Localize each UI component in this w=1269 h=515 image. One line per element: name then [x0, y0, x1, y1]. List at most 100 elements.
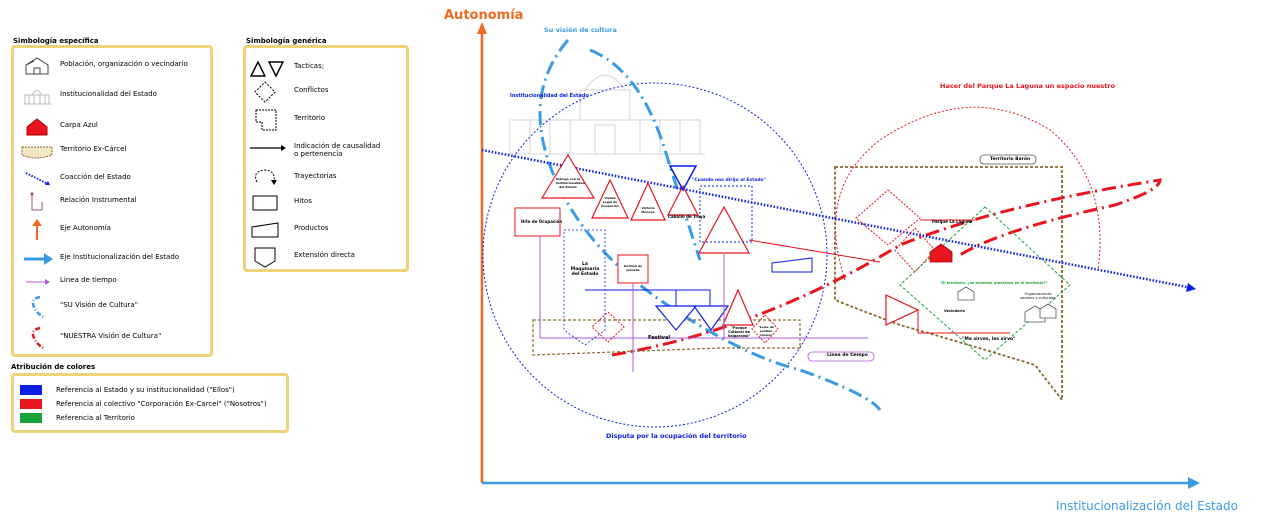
timeline-label: Linea de tiempo — [827, 353, 868, 358]
color-swatch-red — [20, 399, 42, 409]
product-shape-icon — [251, 222, 279, 238]
extension-shape-icon — [254, 247, 276, 268]
conflict-diamond-icon — [254, 81, 276, 103]
legend-item-instrumental: Relación Instrumental — [14, 190, 210, 214]
state-machinery-shape — [563, 229, 606, 346]
legend-item-our-vision: "NUESTRA Visión de Cultura" — [14, 326, 210, 350]
legend-item-their-vision: "SU Visión de Cultura" — [14, 295, 210, 319]
territory-baron-area — [834, 166, 1063, 403]
occupation-milestone-label: Hito de Ocupación — [521, 219, 563, 224]
state-coercion-line — [481, 148, 1193, 290]
festival-label: Festival — [648, 335, 671, 341]
legend-item-state: Institucionalidad del Estado — [14, 84, 210, 108]
state-product-shape — [771, 257, 813, 273]
specific-legend-panel: Población, organización o vecindario Ins… — [11, 45, 213, 357]
neighborhood-houses — [957, 286, 1057, 323]
legend-item-autonomy-axis: Eje Autonomía — [14, 218, 210, 242]
legal-visa-tactic-triangle — [591, 178, 629, 219]
territory-baron-tag — [979, 154, 1037, 165]
victoria-tactic-triangle — [630, 181, 666, 221]
blue-tent-marker — [929, 243, 953, 263]
coercion-line-icon — [25, 172, 51, 186]
state-coercion-arrowhead — [1186, 283, 1196, 292]
culture-center-triangle — [697, 205, 751, 254]
dialogue-label: Diálogo con la Institucionalidad del Est… — [556, 177, 585, 189]
autonomy-arrow-icon — [32, 219, 42, 240]
territory-icon — [21, 146, 53, 159]
occupation-milestone-box — [514, 207, 561, 237]
milestone-rect-icon — [252, 195, 278, 211]
legend-item-territory: Territorio Ex-Cárcel — [14, 139, 210, 163]
autonomy-axis-head — [477, 22, 487, 34]
institutional-axis-label: Institucionalización del Estado — [1056, 499, 1238, 513]
conflict-diamond-tent — [894, 227, 936, 273]
territory-green-diamond — [899, 206, 1071, 361]
generic-legend-panel: Tacticas; Conflictos Territorio Indicaci… — [243, 45, 409, 272]
legend-item-timeline: Linea de tiempo — [14, 270, 210, 294]
trajectory-icon — [255, 169, 277, 185]
timeline-arrow-icon — [26, 279, 50, 285]
gestion-box — [617, 254, 649, 284]
conflict-diamond-left — [591, 311, 625, 343]
state-machinery-label: La Maquinaria del Estado — [570, 262, 600, 277]
territory-dispute-title: Disputa por la ocupación del territorio — [606, 432, 747, 440]
legend-item-tactics: Tacticas; — [246, 56, 406, 80]
state-building-drawing — [505, 74, 705, 155]
institutional-axis-head — [1188, 477, 1200, 489]
legend-item-house: Población, organización o vecindario — [14, 54, 210, 78]
red-causal-arrows — [748, 219, 1010, 334]
legend-item-coercion: Coacción del Estado — [14, 167, 210, 191]
institutional-arrow-icon — [24, 253, 53, 265]
territory-baron-label: Territorio Barón — [990, 157, 1031, 162]
territory-question-label: "El territorio, ¿no tenemos presentes en… — [940, 281, 1048, 285]
legend-item-products: Productos — [246, 218, 406, 242]
legend-item-causality: Indicación de causalidad o pertenencia — [246, 136, 406, 160]
causality-arrows — [585, 289, 711, 306]
autonomy-axis-label: Autonomía — [444, 8, 524, 23]
state-direction-box — [699, 185, 753, 243]
dialogue-tactic-triangle — [540, 153, 596, 199]
their-culture-vision-loop — [589, 48, 702, 261]
conflict-diamond-park — [855, 189, 921, 246]
common-sense-label: "Lejos de sentido común" — [758, 325, 774, 337]
legend-item-institutional-axis: Eje Institucionalización del Estado — [14, 247, 210, 271]
blue-tent-icon — [26, 118, 48, 136]
instrumental-arrows — [539, 236, 725, 372]
state-direction-label: "Cuando nos dirijo al Estado" — [692, 178, 766, 183]
legend-item-extension: Extensión directa — [246, 245, 406, 269]
colors-legend-title: Atribución de colores — [11, 363, 96, 371]
state-institutions-label: Institucionalidad del Estado — [510, 93, 589, 99]
causality-arrow-icon — [250, 145, 286, 151]
generic-legend-title: Simbología genérica — [246, 37, 327, 45]
our-vision-icon — [31, 326, 45, 350]
territory-tactic-triangle — [885, 294, 920, 326]
our-culture-vision-path — [611, 178, 1162, 357]
their-culture-vision-path — [538, 39, 882, 411]
territory-dispute-circle — [482, 82, 828, 428]
victoria-label: Victoria Moneyo — [641, 206, 655, 214]
legend-item-trajectories: Trayectorias — [246, 166, 406, 190]
triangles-icon — [249, 60, 285, 78]
neighborhood-label: Vecindario — [944, 309, 965, 313]
territory-shape-icon — [255, 109, 277, 131]
legal-visa-label: Visado Legal de Ocupación — [601, 196, 619, 208]
their-vision-icon — [31, 295, 45, 319]
park-appropriation-trajectory — [835, 106, 1101, 281]
color-swatch-blue — [20, 385, 42, 395]
colors-legend-panel: Referencia al Estado y su institucionali… — [11, 373, 289, 433]
timeline-tag — [807, 351, 875, 362]
gestion-label: Gestion de Jornada — [623, 264, 643, 272]
organizations-label: Organizaciones sociales y culturales — [1020, 292, 1056, 300]
legend-item-conflicts: Conflictos — [246, 80, 406, 104]
conflict-diamond-center — [751, 314, 779, 344]
legend-item-tent: Carpa Azul — [14, 115, 210, 139]
park-label: Parque La Laguna — [932, 219, 973, 224]
trojan-horse-triangle — [667, 184, 699, 216]
state-response-triangle — [668, 165, 698, 192]
state-building-icon — [23, 90, 51, 105]
festival-product — [532, 319, 801, 356]
their-vision-title: Su visión de cultura — [544, 26, 617, 34]
color-swatch-green — [20, 413, 42, 423]
park-appropriation-title: Hacer del Parque La Laguna un espacio nu… — [940, 82, 1116, 90]
